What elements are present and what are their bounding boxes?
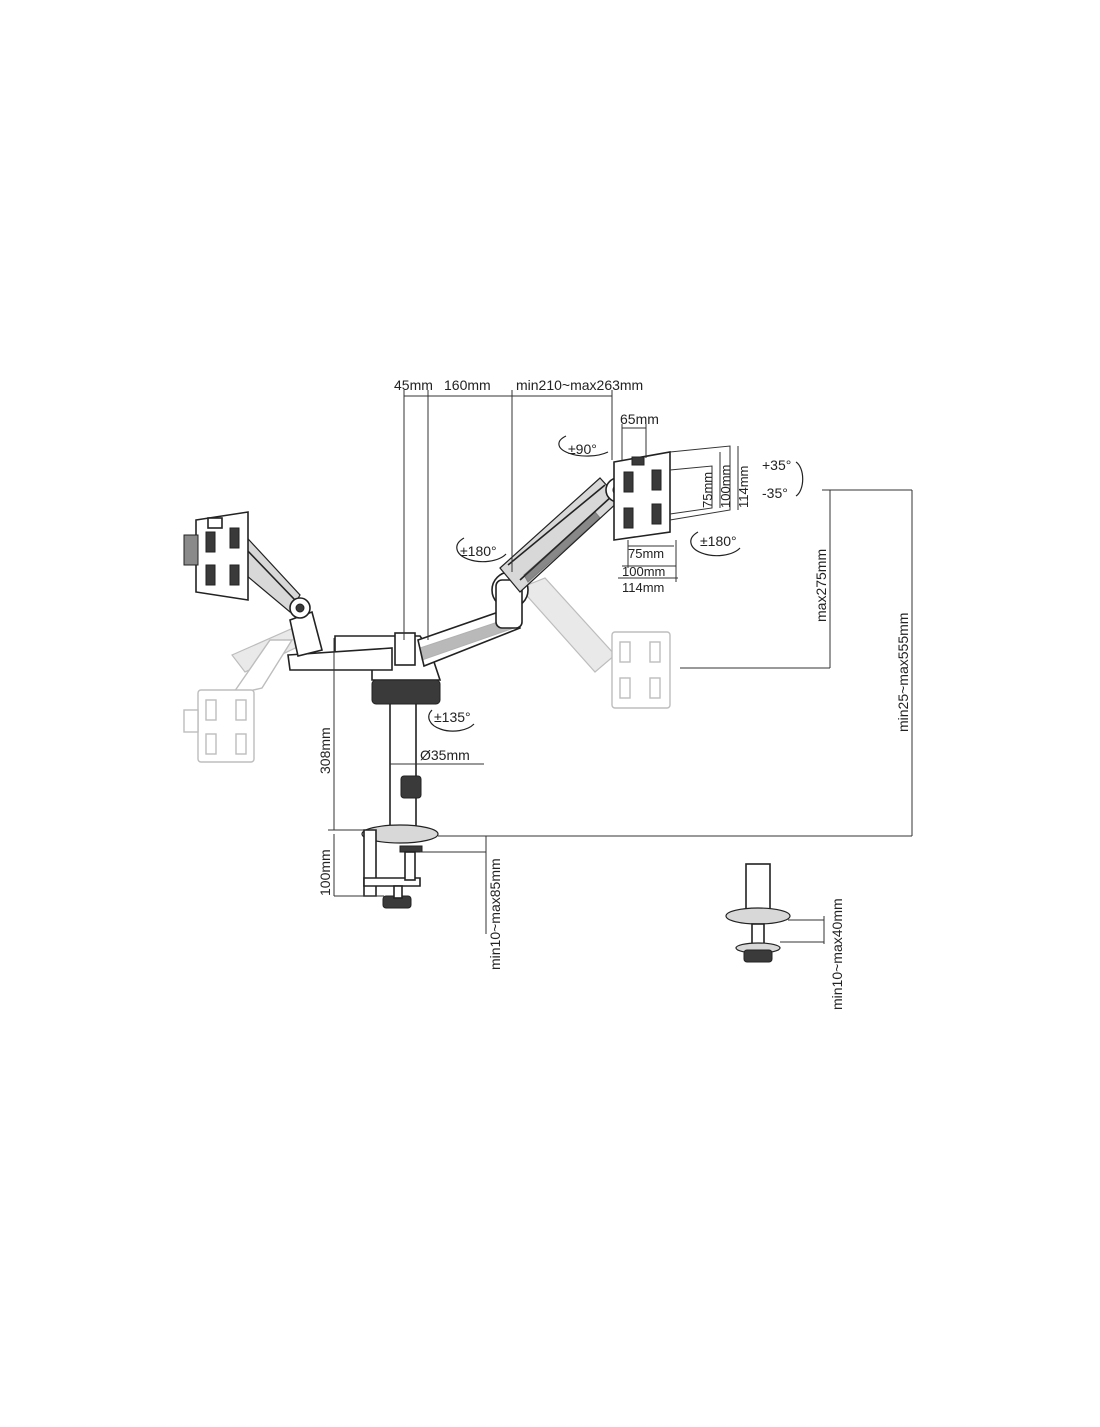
right-arm-lower bbox=[417, 571, 529, 668]
rotate-180-left-icon bbox=[456, 537, 507, 563]
label-pole-height: 308mm bbox=[317, 727, 333, 774]
label-160mm: 160mm bbox=[444, 377, 491, 393]
left-vesa-plate bbox=[183, 511, 249, 601]
ghost-right-arm bbox=[518, 577, 671, 709]
right-arm-upper bbox=[499, 477, 631, 593]
rotate-90-icon bbox=[558, 435, 609, 457]
label-vesa-h114: 114mm bbox=[622, 580, 664, 595]
label-clamp-height: 100mm bbox=[317, 849, 333, 896]
ghost-left-arm bbox=[183, 624, 313, 763]
pole bbox=[389, 699, 422, 839]
label-rot180-left: ±180° bbox=[460, 543, 497, 559]
label-arm-span: min210~max263mm bbox=[516, 377, 643, 393]
label-vesa-v114: 114mm bbox=[736, 466, 751, 508]
label-rot135: ±135° bbox=[434, 709, 471, 725]
label-vesa-v75: 75mm bbox=[700, 472, 715, 508]
dimension-lines bbox=[328, 390, 913, 944]
label-rot180-right: ±180° bbox=[700, 533, 737, 549]
label-tilt-up: +35° bbox=[762, 457, 791, 473]
label-max275: max275mm bbox=[813, 549, 829, 622]
label-vesa-h75: 75mm bbox=[628, 546, 664, 561]
label-45mm: 45mm bbox=[394, 377, 433, 393]
rotation-icons bbox=[428, 435, 804, 732]
right-vesa-plate bbox=[613, 445, 731, 541]
label-clamp-thickness: min10~max85mm bbox=[487, 858, 503, 970]
label-65mm: 65mm bbox=[620, 411, 659, 427]
rotate-135-icon bbox=[428, 709, 475, 732]
label-vesa-h100: 100mm bbox=[622, 564, 665, 579]
label-height-range: min25~max555mm bbox=[895, 613, 911, 732]
grommet-mount bbox=[725, 863, 791, 963]
tilt-icon bbox=[795, 461, 804, 497]
desk-clamp bbox=[361, 824, 439, 909]
label-vesa-v100: 100mm bbox=[718, 465, 733, 508]
label-grommet-thickness: min10~max40mm bbox=[829, 898, 845, 1010]
label-rot90: ±90° bbox=[568, 441, 597, 457]
labels: 45mm 160mm min210~max263mm 65mm ±90° +35… bbox=[317, 377, 911, 1010]
rotate-180-right-icon bbox=[690, 531, 741, 557]
label-pole-diameter: Ø35mm bbox=[420, 747, 470, 763]
label-tilt-down: -35° bbox=[762, 485, 788, 501]
